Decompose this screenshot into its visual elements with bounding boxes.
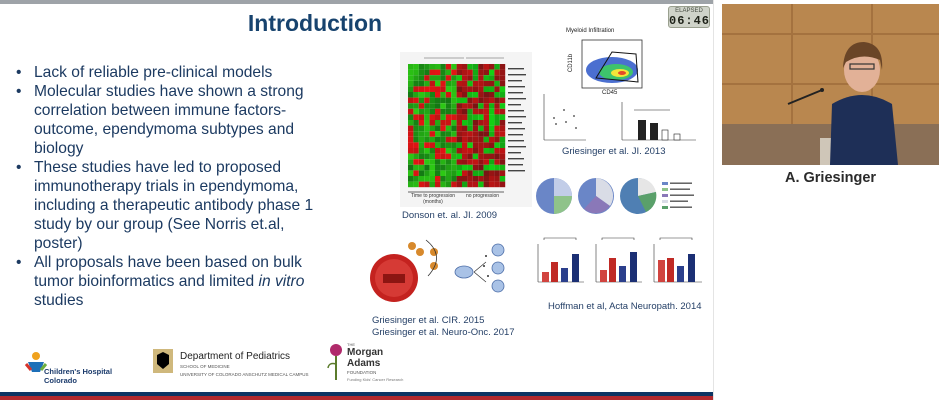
- caption-griesinger-2013: Griesinger et al. JI. 2013: [562, 146, 666, 157]
- grouped-bar-charts: [534, 232, 708, 298]
- morgan-tagline: Funding Kids' Cancer Research: [347, 377, 404, 382]
- cu-pediatrics-logo: Department of Pediatrics SCHOOL OF MEDIC…: [152, 348, 322, 382]
- morgan-line2: Adams: [347, 358, 381, 369]
- morgan-the: THE: [347, 342, 355, 347]
- cd11b-label: CD11b: [568, 53, 575, 73]
- dept-pediatrics-text: Department of Pediatrics: [180, 351, 291, 362]
- caption-donson: Donson et. al. JI. 2009: [402, 210, 498, 221]
- caption-hoffman: Hoffman et al, Acta Neuropath. 2014: [548, 301, 702, 312]
- morgan-adams-icon: [327, 344, 342, 380]
- presentation-slide: Introduction ELAPSED 06:46 •Lack of reli…: [0, 0, 714, 400]
- speaker-name: A. Griesinger: [784, 170, 877, 186]
- slide-footer-bar: [0, 392, 713, 396]
- time-progression-label: Time to progression (months): [411, 193, 455, 205]
- bullet-line: studies: [34, 292, 84, 309]
- bullet-line: outcome, ependymoma subtypes and: [34, 121, 295, 138]
- caption-griesinger-cir: Griesinger et al. CIR. 2015: [372, 315, 485, 326]
- bullet-item: •Lack of reliable pre-clinical models: [16, 64, 273, 81]
- cd45-label: CD45: [602, 90, 618, 96]
- heatmap-cells: [408, 64, 506, 188]
- morgan-foundation: FOUNDATION: [347, 370, 377, 375]
- bullet-list: •Lack of reliable pre-clinical models •M…: [12, 63, 382, 310]
- bullet-line: poster): [34, 235, 83, 252]
- caption-griesinger-neuro: Griesinger et al. Neuro-Onc. 2017: [372, 327, 515, 338]
- elapsed-timer: ELAPSED 06:46: [668, 6, 710, 28]
- cu-logo-icon: [153, 349, 173, 373]
- childrens-hospital-text: Children's Hospital Colorado: [44, 367, 113, 385]
- timer-label: ELAPSED: [675, 8, 703, 14]
- timer-value: 06:46: [669, 14, 711, 28]
- slide-top-bar: [0, 0, 713, 4]
- mechanism-diagram: [368, 236, 538, 306]
- bullet-line: including a therapeutic antibody phase 1: [34, 197, 314, 214]
- dept-sub1: SCHOOL OF MEDICINE: [180, 364, 230, 369]
- bullet-line: Molecular studies have shown a strong: [34, 83, 304, 100]
- bullet-line: Lack of reliable pre-clinical models: [34, 64, 273, 81]
- childrens-hospital-logo: Children's Hospital Colorado: [22, 350, 147, 385]
- bullet-italic: in vitro: [258, 273, 305, 290]
- morgan-line1: Morgan: [347, 347, 384, 358]
- dept-sub2: UNIVERSITY OF COLORADO ANSCHUTZ MEDICAL …: [180, 372, 309, 377]
- heatmap-figure: Time to progression (months) no progress…: [400, 52, 532, 207]
- bullet-line: All proposals have been based on bulk: [34, 254, 302, 271]
- bullet-line: study by our group (See Norris et.al,: [34, 216, 285, 233]
- pie-charts-figure: [534, 168, 708, 220]
- slide-footer-accent: [0, 396, 713, 400]
- bullet-line: biology: [34, 140, 84, 157]
- no-progression-label: no progression: [466, 193, 500, 199]
- morgan-adams-logo: THE Morgan Adams FOUNDATION Funding Kids…: [325, 342, 405, 388]
- childrens-hospital-icon: [24, 352, 48, 372]
- flow-cytometry-figure: Myeloid Infiltration CD45 CD11b: [540, 28, 700, 148]
- bullet-line: immunotherapy trials in ependymoma,: [34, 178, 299, 195]
- slide-title: Introduction: [247, 10, 383, 36]
- speaker-video: [722, 4, 939, 165]
- bullet-line: tumor bioinformatics and limited: [34, 273, 255, 290]
- bullet-line: correlation between immune factors-: [34, 102, 287, 119]
- myeloid-label: Myeloid Infiltration: [566, 28, 615, 34]
- bullet-line: These studies have led to proposed: [34, 159, 282, 176]
